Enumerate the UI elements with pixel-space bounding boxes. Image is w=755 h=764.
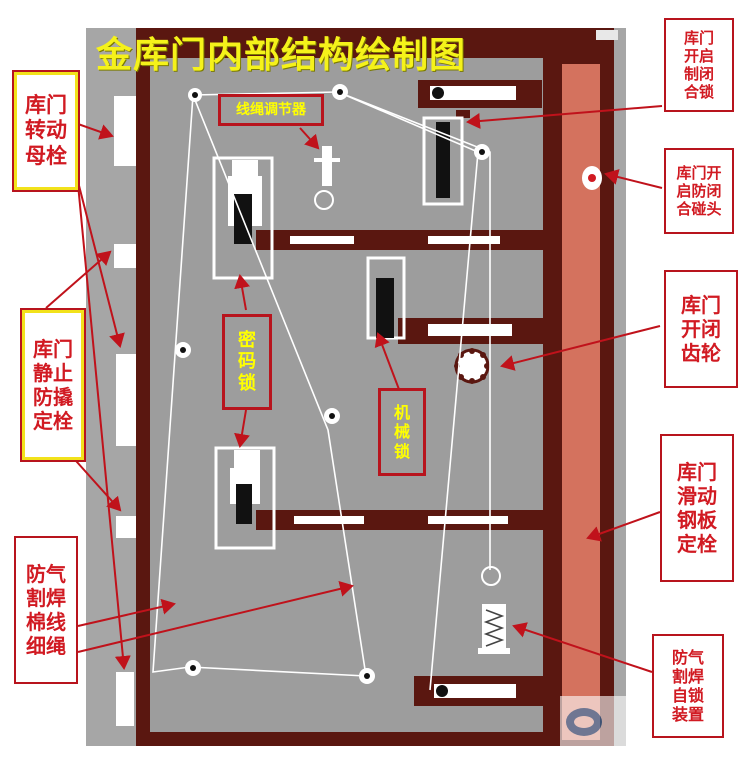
- left-bolt-5: [116, 672, 134, 726]
- label-cable-regulator: 线绳调节器: [218, 94, 324, 126]
- horizontal-bar-3-slot-a: [294, 516, 364, 524]
- left-bolt-3: [116, 354, 136, 446]
- arrows: [45, 105, 663, 673]
- top-lock-bar-slot: [430, 86, 516, 100]
- top-strip: [596, 30, 618, 40]
- left-bolt-1: [114, 96, 136, 166]
- bottom-bar-slot: [434, 684, 516, 698]
- control-lock-body: [436, 122, 450, 198]
- label-mechanical-lock: 机 械 锁: [378, 388, 426, 476]
- horizontal-bar-1-slot-b: [428, 236, 500, 244]
- horizontal-bar-2-slot: [428, 324, 512, 336]
- label-self-lock-device: 防气 割焊 自锁 装置: [652, 634, 724, 738]
- pulleys: [175, 84, 490, 684]
- bump-head-dot: [588, 174, 596, 182]
- label-door-static-bolt: 库门 静止 防撬 定栓: [20, 308, 86, 462]
- top-lock-latch: [456, 110, 470, 118]
- combo-lock-2-top: [234, 450, 260, 468]
- left-bolt-4: [116, 516, 136, 538]
- horizontal-bar-1-slot-a: [290, 236, 354, 244]
- label-door-rotating-bolt: 库门 转动 母栓: [12, 70, 80, 192]
- sliding-steel-plate-face: [562, 64, 600, 740]
- label-bump-head: 库门开 启防闭 合碰头: [664, 148, 734, 234]
- top-lock-pin: [432, 87, 444, 99]
- label-cable-string: 防气 割焊 棉线 细绳: [14, 536, 78, 684]
- self-lock-device: [478, 566, 510, 654]
- combo-lock-2-dark: [236, 484, 252, 524]
- left-bolt-2: [114, 244, 136, 268]
- right-vertical-bar: [543, 58, 557, 732]
- label-sliding-plate-bolt: 库门 滑动 钢板 定栓: [660, 434, 734, 582]
- horizontal-bar-3-slot-b: [428, 516, 508, 524]
- horizontal-bar-1: [256, 230, 546, 250]
- horizontal-bar-3: [256, 510, 546, 530]
- label-combination-lock: 密 码 锁: [222, 314, 272, 410]
- label-door-gear: 库门 开闭 齿轮: [664, 270, 738, 388]
- combo-lock-1-top: [232, 160, 258, 176]
- mech-lock-dark: [376, 278, 394, 338]
- label-lock-control: 库门 开启 制闭 合锁: [664, 18, 734, 112]
- combo-lock-2-frame: [214, 446, 276, 550]
- cable-regulator: [314, 146, 340, 210]
- control-lock-frame: [422, 116, 464, 206]
- diagram-title: 金库门内部结构绘制图: [96, 35, 467, 76]
- gear-teeth: [454, 348, 490, 384]
- bottom-bar-pin: [436, 685, 448, 697]
